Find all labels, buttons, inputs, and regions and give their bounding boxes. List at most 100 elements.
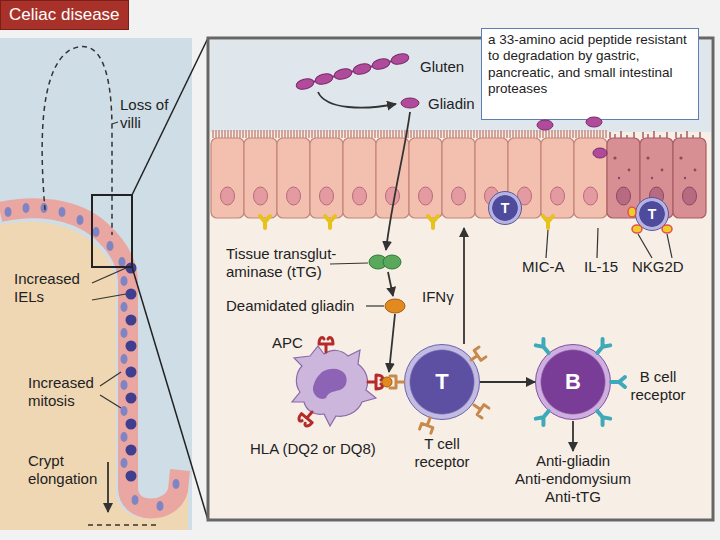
- feature-label: Crypt elongation: [28, 452, 108, 487]
- left-panel: [93, 227, 100, 237]
- leader-lines: [546, 228, 672, 258]
- left-panel: [126, 393, 137, 404]
- feature-label: Loss of villi: [120, 96, 190, 131]
- gluten-chain: [318, 92, 396, 108]
- gluten-chain: [333, 67, 353, 81]
- left-panel: [0, 208, 180, 508]
- antibody-label: Anti-gliadin: [505, 452, 641, 470]
- gluten-chain: [537, 120, 553, 130]
- left-panel: [121, 354, 128, 364]
- left-panel: [0, 38, 208, 530]
- left-panel: [126, 263, 137, 482]
- leader-lines: [667, 234, 672, 258]
- left-panel: [126, 289, 137, 300]
- connector-arrow: [480, 381, 535, 383]
- gluten-chain: [295, 77, 315, 91]
- gluten-chain: [305, 59, 400, 84]
- b-cell-circle: B: [535, 344, 611, 420]
- left-panel: [92, 122, 126, 408]
- feature-label: Increased IELs: [14, 270, 96, 305]
- zoom-panel: [211, 130, 244, 218]
- receptors: [319, 337, 333, 352]
- gluten-chain: [295, 52, 607, 158]
- left-panel: [42, 47, 112, 235]
- zoom-panel: [409, 130, 442, 218]
- left-panel: [126, 445, 137, 456]
- left-panel: [121, 302, 128, 312]
- receptors: [390, 376, 404, 388]
- apc-outline: [280, 338, 380, 428]
- left-panel: [126, 341, 137, 352]
- left-panel: [121, 328, 128, 338]
- cell-letter: T: [435, 369, 448, 395]
- gluten-chain: [390, 52, 410, 66]
- gluten-chain: [586, 117, 602, 127]
- gluten-chain: [371, 57, 391, 71]
- receptors: [662, 225, 672, 233]
- apc-cell: APC: [280, 338, 380, 428]
- receptors: [611, 377, 625, 387]
- receptors: [536, 339, 553, 356]
- zoom-panel: [376, 130, 409, 218]
- receptors: [632, 225, 642, 233]
- left-panel: [112, 122, 118, 124]
- apc-nucleus: [313, 369, 347, 399]
- receptors: [428, 216, 438, 228]
- left-panel: [0, 38, 192, 530]
- left-panel: [119, 257, 126, 267]
- antibody-label: Anti-endomysium: [505, 470, 641, 488]
- gluten-chain: [352, 62, 372, 76]
- left-panel: [107, 241, 114, 251]
- receptors: [468, 347, 486, 365]
- note-text: a 33-amino acid peptide resistant to deg…: [488, 32, 687, 96]
- gluten-chain: [314, 72, 334, 86]
- left-panel: [121, 458, 128, 468]
- gluten-chain: [295, 52, 607, 158]
- zoom-panel: [607, 131, 640, 218]
- zoom-panel: [673, 131, 706, 218]
- left-panel: [92, 195, 132, 267]
- left-panel: [126, 471, 137, 482]
- cell-name: APC: [272, 334, 303, 351]
- molecule-label: Gliadin: [428, 95, 480, 113]
- gliadin-pathway: [385, 299, 405, 313]
- receptors: [382, 377, 392, 387]
- receptors: [594, 339, 611, 356]
- left-panel: [100, 372, 121, 386]
- gliadin-pathway: [369, 255, 387, 269]
- left-panel: [107, 462, 109, 512]
- feature-label: Increased mitosis: [28, 374, 108, 409]
- left-panel: [132, 267, 208, 520]
- t-cell-circle: T: [488, 191, 522, 225]
- left-panel: [121, 380, 128, 390]
- cell-letter: T: [648, 206, 657, 222]
- receptors: [471, 400, 489, 418]
- zoom-panel: [343, 130, 376, 218]
- receptors: [325, 216, 335, 228]
- receptors: [420, 416, 436, 433]
- receptors: [628, 207, 636, 217]
- leader-lines: [546, 230, 548, 258]
- left-panel: [126, 367, 137, 378]
- left-panel: [132, 495, 139, 505]
- left-panel: [100, 395, 121, 408]
- molecule-label: Deamidated gliadin: [226, 297, 366, 315]
- left-panel: [157, 501, 164, 511]
- left-panel: [88, 524, 160, 526]
- cell-letter: B: [565, 369, 581, 395]
- zoom-panel: [574, 130, 607, 218]
- left-panel: [132, 38, 208, 195]
- receptor-label: T cell receptor: [407, 435, 477, 470]
- signal-arrows: [572, 421, 574, 451]
- enzyme-label: Tissue transglut- aminase (tTG): [226, 245, 366, 280]
- gliadin-pathway: [386, 112, 410, 250]
- cytokine-label: IFNγ: [422, 288, 462, 306]
- receptors: [260, 207, 672, 433]
- gliadin-pathway: [330, 263, 368, 264]
- note-box: a 33-amino acid peptide resistant to deg…: [481, 28, 699, 120]
- receptors: [536, 408, 553, 425]
- zoom-panel: [244, 130, 277, 218]
- zoom-panel: [310, 130, 343, 218]
